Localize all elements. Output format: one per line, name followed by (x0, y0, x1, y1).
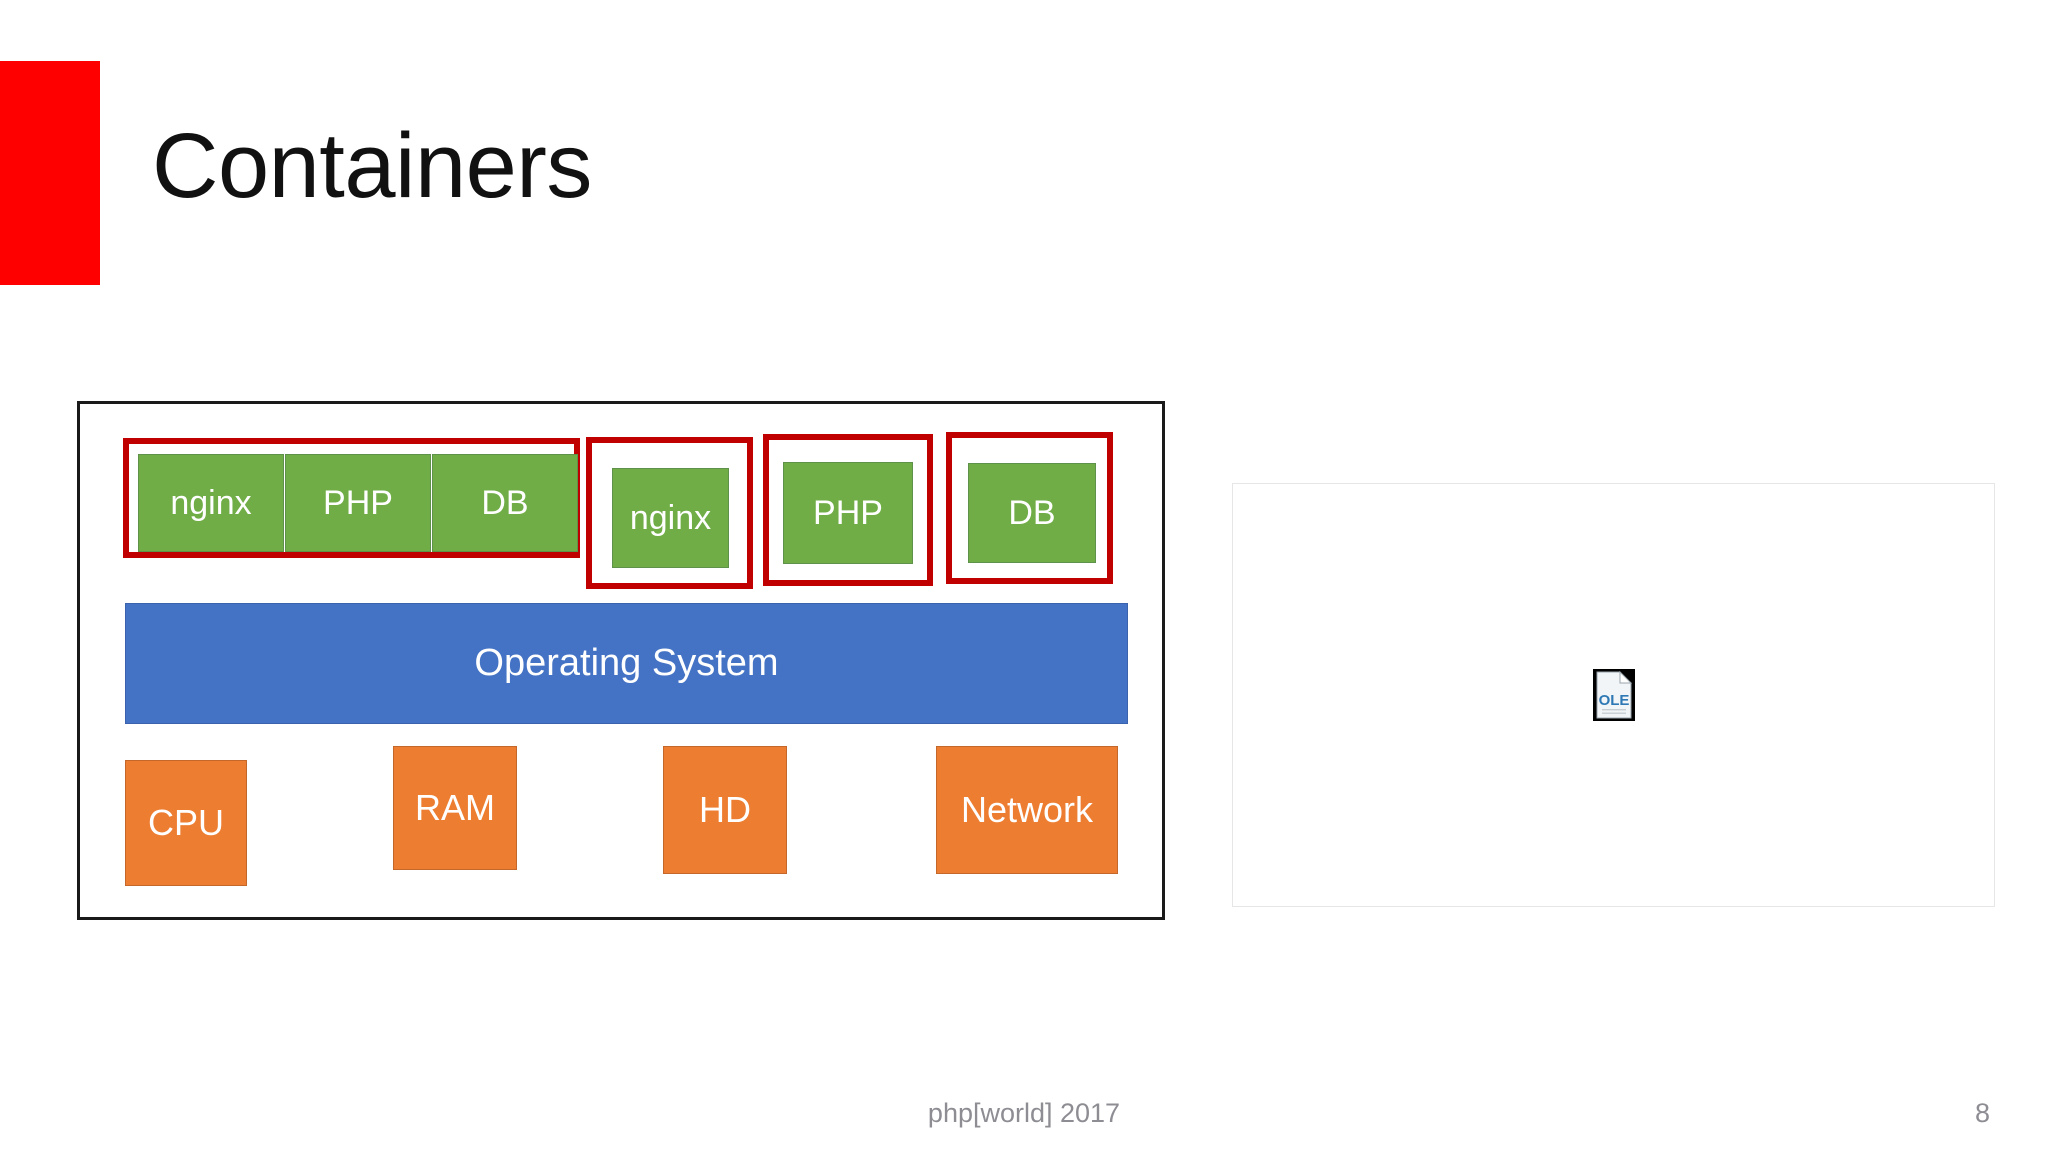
hardware-box-network: Network (936, 746, 1118, 874)
app-box-db: DB (432, 454, 578, 552)
content-placeholder[interactable]: OLE (1232, 483, 1995, 907)
app-box-php: PHP (285, 454, 431, 552)
hardware-box-cpu: CPU (125, 760, 247, 886)
operating-system-layer: Operating System (125, 603, 1128, 724)
app-box-php: PHP (783, 462, 913, 564)
container-group-nginx: nginx (586, 437, 753, 589)
app-box-nginx: nginx (612, 468, 729, 568)
app-box-nginx: nginx (138, 454, 284, 552)
container-group-php: PHP (763, 434, 933, 586)
hardware-box-hd: HD (663, 746, 787, 874)
title-accent-bar (0, 61, 100, 285)
footer-conference-label: php[world] 2017 (927, 1098, 1121, 1128)
container-group-db: DB (946, 432, 1113, 584)
page-title: Containers (152, 115, 592, 217)
app-box-db: DB (968, 463, 1096, 563)
svg-text:OLE: OLE (1598, 692, 1629, 709)
container-group-multi-service: nginx PHP DB (123, 438, 580, 558)
ole-object-icon[interactable]: OLE (1592, 669, 1635, 721)
slide-page-number: 8 (1974, 1098, 1990, 1128)
containers-architecture-diagram: nginx PHP DB nginx PHP DB Operating Syst… (77, 401, 1165, 920)
hardware-box-ram: RAM (393, 746, 517, 870)
